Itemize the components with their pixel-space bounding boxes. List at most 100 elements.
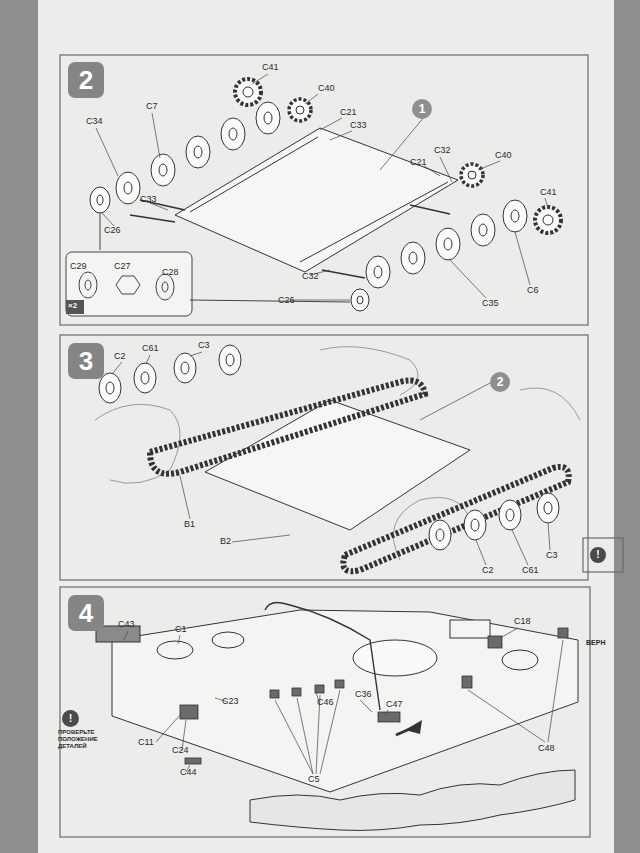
- road-wheel: [229, 128, 237, 140]
- part-label: C24: [172, 746, 189, 756]
- part-label: C40: [495, 151, 512, 161]
- part-label: C7: [146, 102, 158, 112]
- drive-sprocket: [535, 207, 561, 233]
- part-label: C43: [118, 620, 135, 630]
- drive-sprocket: [543, 215, 553, 225]
- warning-note: ПРОВЕРЬТЕ ПОЛОЖЕНИЕ ДЕТАЛЕЙ: [58, 729, 120, 750]
- road-wheel: [544, 502, 552, 514]
- part-label: C6: [527, 286, 539, 296]
- paper-sheet: [38, 0, 614, 853]
- detail-inset: [156, 274, 174, 300]
- leader-line: [275, 700, 313, 774]
- drive-sprocket: [235, 79, 561, 233]
- road-wheel: [256, 102, 280, 134]
- leader-line: [232, 535, 290, 542]
- drive-sprocket: [235, 79, 261, 105]
- leader-line: [96, 74, 548, 300]
- detail-inset: [79, 272, 97, 298]
- leader-line: [548, 523, 550, 550]
- road-wheel: [186, 136, 210, 168]
- road-wheel: [264, 112, 272, 124]
- tank-hull: [502, 650, 538, 670]
- small-part: [185, 758, 201, 764]
- track-link: [150, 381, 569, 572]
- part-label: C33: [140, 195, 157, 205]
- step-number-text: 4: [79, 600, 93, 626]
- detail-inset: [162, 282, 168, 292]
- tank-hull: [212, 632, 244, 648]
- warning-icon: !: [62, 710, 79, 727]
- part-label: C32: [434, 146, 451, 156]
- leader-line: [512, 530, 528, 565]
- leader-line: [515, 232, 530, 285]
- warning-icon: !: [590, 547, 606, 563]
- road-wheel: [351, 289, 369, 311]
- small-part: [558, 628, 568, 638]
- leader-line: [190, 352, 202, 356]
- road-wheel: [429, 520, 451, 550]
- step-panel: [583, 538, 623, 572]
- drive-sprocket: [243, 87, 253, 97]
- road-wheel: [106, 382, 114, 394]
- road-wheel: [181, 362, 189, 374]
- part-label: C41: [262, 63, 279, 73]
- leader-line: [124, 631, 128, 640]
- part-label: C32: [302, 272, 319, 282]
- road-wheel: [134, 363, 156, 393]
- road-wheel: [357, 296, 363, 304]
- part-label: C48: [538, 744, 555, 754]
- part-label: C46: [317, 698, 334, 708]
- road-wheel: [436, 529, 444, 541]
- detail-inset: [100, 213, 101, 250]
- leader-line: [252, 74, 268, 84]
- part-label: C61: [142, 344, 159, 354]
- detail-inset: [190, 300, 350, 302]
- part-label: C5: [308, 775, 320, 785]
- small-part: [270, 690, 279, 698]
- assembly-arrow: [405, 720, 422, 734]
- part-label: C33: [350, 121, 367, 131]
- small-part: [292, 688, 301, 696]
- part-label: C2: [482, 566, 494, 576]
- part-label: B2: [220, 537, 231, 547]
- leader-line: [500, 628, 518, 638]
- step-number-text: 2: [79, 67, 93, 93]
- step-panel: [60, 335, 588, 580]
- part-label: C27: [114, 262, 131, 272]
- hull-plate: [300, 182, 448, 262]
- step-number: 4: [68, 595, 104, 631]
- small-part: [315, 685, 324, 693]
- road-wheel: [90, 187, 110, 213]
- assembly-arrow: [396, 720, 422, 735]
- warning-icon-text: !: [69, 713, 73, 724]
- paper-sheet: [38, 0, 614, 853]
- leader-line: [156, 715, 180, 742]
- leader-line: [380, 110, 430, 170]
- road-wheel: [464, 510, 486, 540]
- road-wheel: [374, 266, 382, 278]
- small-part: [180, 705, 198, 719]
- leader-line: [476, 540, 486, 565]
- leader-line: [320, 118, 342, 130]
- road-wheel: [124, 182, 132, 194]
- leader-line: [102, 213, 114, 226]
- step-number: 3: [68, 343, 104, 379]
- step-number: 2: [68, 62, 104, 98]
- road-wheel: [174, 353, 196, 383]
- track-fender: [250, 770, 575, 830]
- leader-line: [360, 700, 372, 712]
- warning-icon-text: !: [596, 550, 599, 560]
- part-label: C36: [355, 690, 372, 700]
- leader-line: [468, 690, 545, 742]
- leader-line: [124, 628, 563, 774]
- drive-sprocket: [461, 164, 483, 186]
- small-part: [378, 712, 400, 722]
- leader-line: [385, 710, 388, 716]
- road-wheel: [444, 238, 452, 250]
- part-label: C47: [386, 700, 403, 710]
- callout-number: 1: [412, 99, 432, 119]
- road-wheel: [159, 164, 167, 176]
- leader-line: [330, 131, 352, 140]
- warning-note: ВЕРН: [586, 639, 605, 647]
- quantity-label: ×2: [68, 302, 77, 311]
